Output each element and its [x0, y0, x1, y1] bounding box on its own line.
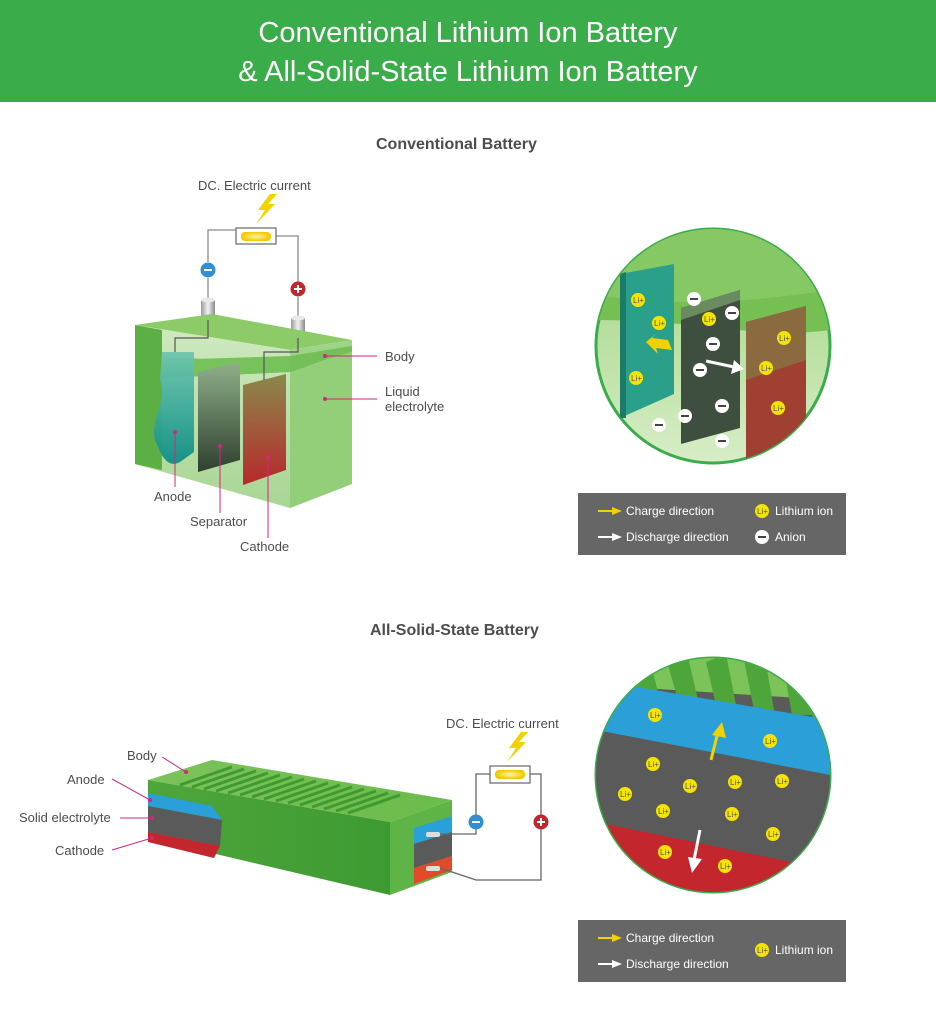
- solid-pointers: [111, 756, 187, 851]
- svg-text:Li+: Li+: [777, 777, 788, 786]
- lightning-icon: [256, 194, 277, 224]
- title-line-1: Conventional Lithium Ion Battery: [258, 17, 678, 49]
- svg-text:Li+: Li+: [658, 807, 669, 816]
- solid-state-title: All-Solid-State Battery: [370, 622, 539, 639]
- svg-text:Li+: Li+: [650, 711, 661, 720]
- lightning-icon: [507, 732, 528, 762]
- solid-label-anode: Anode: [67, 772, 105, 787]
- svg-text:Li+: Li+: [620, 790, 631, 799]
- solid-current-label: DC. Electric current: [446, 716, 559, 731]
- label-anode: Anode: [154, 489, 192, 504]
- legend-icons: Li+: [598, 504, 769, 544]
- svg-text:Li+: Li+: [631, 374, 642, 383]
- svg-text:Li+: Li+: [727, 810, 738, 819]
- svg-text:Li+: Li+: [633, 296, 644, 305]
- legend-charge: Charge direction: [626, 931, 715, 945]
- legend-icons: Li+: [598, 934, 769, 968]
- label-separator: Separator: [190, 514, 248, 529]
- label-cathode: Cathode: [240, 539, 290, 554]
- discharge-arrow-icon: [612, 960, 622, 968]
- glow-icon: [241, 232, 271, 241]
- charge-arrow-icon: [612, 507, 622, 515]
- conventional-battery-box: [135, 297, 352, 508]
- solid-zoom-circle: [594, 656, 832, 894]
- legend-discharge: Discharge direction: [626, 957, 729, 971]
- label-liquid-electrolyte: Liquid electrolyte: [385, 384, 445, 414]
- solid-battery-body: [148, 760, 452, 895]
- svg-text:Li+: Li+: [768, 830, 779, 839]
- solid-label-solid-electrolyte: Solid electrolyte: [19, 810, 111, 825]
- svg-text:Li+: Li+: [757, 507, 768, 516]
- conventional-legend: Li+ Charge direction Discharge direction…: [578, 493, 846, 555]
- solid-label-cathode: Cathode: [55, 843, 105, 858]
- header-banner: Conventional Lithium Ion Battery & All-S…: [0, 0, 936, 102]
- svg-text:Li+: Li+: [685, 782, 696, 791]
- title-line-2: & All-Solid-State Lithium Ion Battery: [238, 56, 698, 88]
- svg-text:Li+: Li+: [761, 364, 772, 373]
- svg-text:Li+: Li+: [773, 404, 784, 413]
- legend-lithium-ion: Lithium ion: [775, 504, 834, 518]
- lithium-ion-icon: [755, 943, 769, 957]
- svg-text:Li+: Li+: [648, 760, 659, 769]
- discharge-arrow-icon: [612, 533, 622, 541]
- solid-circuit: [439, 732, 549, 881]
- solid-lithium-ions: Li+ Li+ Li+ Li+ Li+ Li+ Li+ Li+ Li+ Li+ …: [618, 708, 789, 873]
- legend-anion: Anion: [775, 530, 806, 544]
- charge-arrow-icon: [612, 934, 622, 942]
- svg-text:Li+: Li+: [757, 946, 768, 955]
- svg-text:Li+: Li+: [654, 319, 665, 328]
- label-body: Body: [385, 349, 415, 364]
- legend-lithium-ion: Lithium ion: [775, 943, 834, 957]
- svg-text:Li+: Li+: [765, 737, 776, 746]
- conventional-current-label: DC. Electric current: [198, 178, 311, 193]
- svg-text:Li+: Li+: [704, 315, 715, 324]
- legend-charge: Charge direction: [626, 504, 715, 518]
- svg-text:Li+: Li+: [730, 778, 741, 787]
- solid-legend: Li+ Charge direction Discharge direction…: [578, 920, 846, 982]
- conventional-circuit: [200, 194, 306, 318]
- legend-discharge: Discharge direction: [626, 530, 729, 544]
- lithium-ion-icon: [755, 504, 769, 518]
- conventional-anions: [652, 292, 739, 448]
- solid-label-body: Body: [127, 748, 157, 763]
- conventional-title: Conventional Battery: [376, 136, 537, 153]
- glow-icon: [495, 770, 525, 779]
- conventional-zoom-circle: [594, 227, 832, 465]
- svg-text:Li+: Li+: [720, 862, 731, 871]
- svg-text:Li+: Li+: [660, 848, 671, 857]
- svg-text:Li+: Li+: [779, 334, 790, 343]
- conventional-lithium-ions: Li+ Li+ Li+ Li+ Li+ Li+ Li+: [629, 293, 791, 415]
- conventional-pointers: [174, 355, 377, 538]
